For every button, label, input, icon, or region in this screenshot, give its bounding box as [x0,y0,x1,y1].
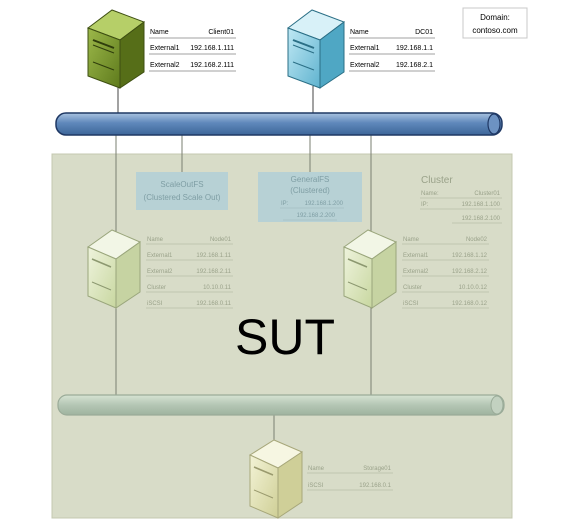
client-external1-value: 192.168.1.111 [190,45,234,52]
node1-external2-key: External2 [147,269,173,275]
node2-external2-value: 192.168.2.12 [452,269,488,275]
storage-name-value: Storage01 [363,466,391,472]
generalfs-subtitle: (Clustered) [290,186,330,195]
cluster-title: Cluster [421,175,453,186]
node2-iscsi-key: iSCSI [403,301,419,307]
dc-name-value: DC01 [415,29,433,36]
client-name-key: Name [150,29,169,36]
cluster-ip2: 192.168.2.100 [462,216,501,222]
dc-external1-value: 192.168.1.1 [396,45,433,52]
cluster-info: Cluster Name: Cluster01 IP: 192.168.1.10… [420,175,502,224]
cluster-name-key: Name: [421,191,439,197]
node1-info-table: Name Node01 External1 192.168.1.11 Exter… [146,237,233,309]
storage-info-table: Name Storage01 iSCSI 192.168.0.1 [307,466,393,491]
dc-external2-key: External2 [350,62,380,69]
storage-server-icon [248,439,304,519]
node2-external2-key: External2 [403,269,429,275]
storage-name-key: Name [308,466,325,472]
dc-external2-value: 192.168.2.1 [396,62,433,69]
dc-name-key: Name [350,29,369,36]
node1-server-icon [86,229,142,309]
public-network-bus [55,112,503,136]
node2-external1-key: External1 [403,253,429,259]
node2-cluster-key: Cluster [403,285,422,291]
node2-cluster-value: 10.10.0.12 [459,285,488,291]
iscsi-network-bus [57,394,505,416]
domain-value: contoso.com [472,26,518,35]
dc-server-icon [286,9,346,89]
node1-iscsi-key: iSCSI [147,301,163,307]
client-name-value: Client01 [208,29,234,36]
cluster-name-value: Cluster01 [474,191,500,197]
scaleout-title: ScaleOutFS [160,180,203,189]
client-external2-key: External2 [150,62,180,69]
dc-external1-key: External1 [350,45,380,52]
node2-external1-value: 192.168.1.12 [452,253,488,259]
node2-name-value: Node02 [466,237,488,243]
scaleout-subtitle: (Clustered Scale Out) [144,193,221,202]
node2-iscsi-value: 192.168.0.12 [452,301,488,307]
node1-iscsi-value: 192.168.0.11 [196,301,231,307]
node2-info-table: Name Node02 External1 192.168.1.12 Exter… [402,237,489,309]
cluster-ip-key: IP: [421,202,429,208]
node2-server-icon [342,229,398,309]
domain-box: Domain: contoso.com [462,7,528,39]
node1-external1-value: 192.168.1.11 [196,253,231,259]
generalfs-title: GeneralFS [291,175,330,184]
node1-external1-key: External1 [147,253,173,259]
client-server-icon [86,9,146,89]
client-external1-key: External1 [150,45,180,52]
client-external2-value: 192.168.2.111 [190,62,234,69]
generalfs-ip2: 192.168.2.200 [297,213,336,219]
node1-name-key: Name [147,237,164,243]
client-info-table: Name Client01 External1 192.168.1.111 Ex… [149,29,236,72]
generalfs-ip1: 192.168.1.200 [305,201,344,207]
storage-iscsi-value: 192.168.0.1 [359,483,391,489]
cluster-ip1: 192.168.1.100 [462,202,501,208]
storage-iscsi-key: iSCSI [308,483,324,489]
node1-name-value: Node01 [210,237,232,243]
dc-info-table: Name DC01 External1 192.168.1.1 External… [349,29,435,72]
scaleout-fs-box: ScaleOutFS (Clustered Scale Out) [136,172,228,210]
node2-name-key: Name [403,237,420,243]
node1-cluster-value: 10.10.0.11 [203,285,232,291]
generalfs-ip-key: IP: [281,201,289,207]
generalfs-box: GeneralFS (Clustered) IP: 192.168.1.200 … [258,172,362,222]
sut-label: SUT [235,309,335,365]
node1-external2-value: 192.168.2.11 [196,269,231,275]
domain-label: Domain: [480,13,510,22]
node1-cluster-key: Cluster [147,285,166,291]
